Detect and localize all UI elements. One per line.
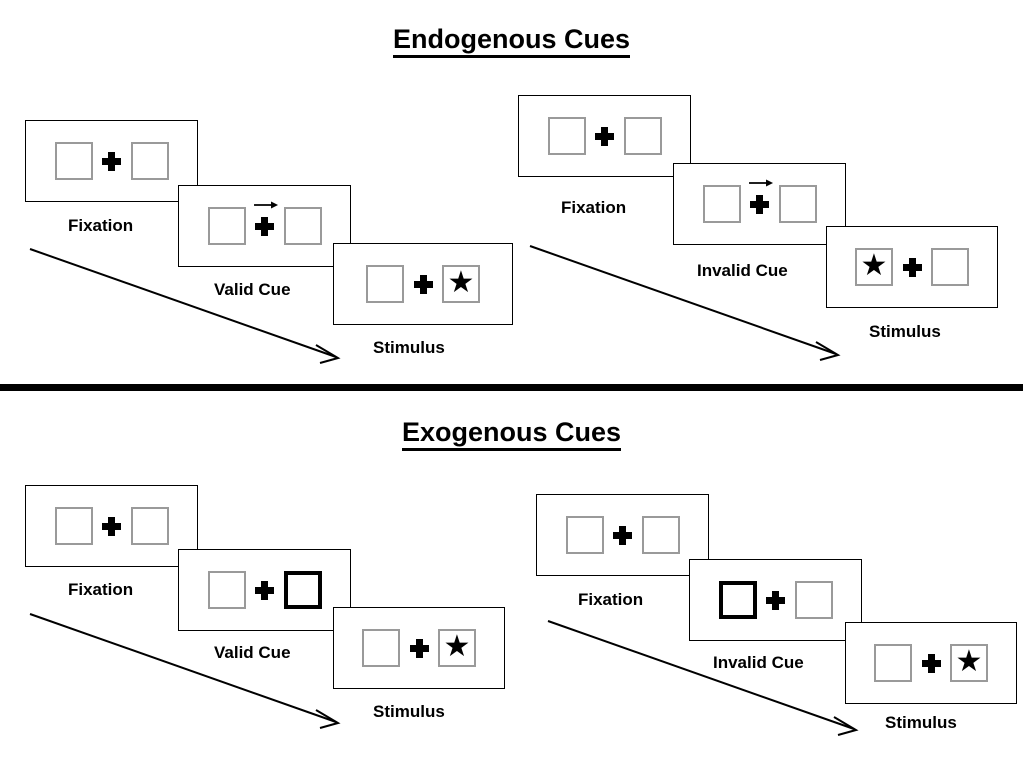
stimulus-box-right [931,248,969,286]
panel-stimulus: ★ [826,226,998,308]
panel-caption-stimulus: Stimulus [373,702,445,721]
plus-icon [595,126,614,146]
panel-caption-fixation: Fixation [68,580,134,599]
panel-caption-fixation: Fixation [68,216,134,235]
panel-fixation [518,95,691,177]
flow-arrow-icon [529,245,841,361]
stimulus-box-right [283,207,322,245]
fixation-cross [246,580,284,600]
stimulus-box-right [130,142,169,180]
stimulus-box-left-highlighted [718,581,757,619]
panel-invalid-cue [673,163,846,245]
panel-valid-cue [178,185,351,267]
fixation-cross [893,257,931,277]
star-icon: ★ [860,249,888,282]
star-icon: ★ [447,266,475,299]
fixation-cross [246,201,284,236]
fixation-cross [604,525,642,545]
stimulus-box-left [702,185,741,223]
stimulus-box-left [547,117,586,155]
star-icon: ★ [955,645,983,678]
section-divider [0,384,1023,391]
plus-icon [255,216,274,236]
fixation-cross [757,590,795,610]
stimulus-box-left [565,516,604,554]
panel-caption-valid-cue: Valid Cue [214,643,291,662]
panel-fixation [25,485,198,567]
fixation-cross [93,516,131,536]
stimulus-box-left [54,142,93,180]
panel-caption-invalid-cue: Invalid Cue [697,261,788,280]
panel-caption-stimulus: Stimulus [869,322,941,341]
stimulus-box-right: ★ [442,265,480,303]
panel-invalid-cue [689,559,862,641]
panel-fixation [25,120,198,202]
fixation-cross [93,151,131,171]
panel-caption-valid-cue: Valid Cue [214,280,291,299]
stimulus-box-right [778,185,817,223]
star-icon: ★ [443,630,471,663]
stimulus-box-right: ★ [950,644,988,682]
stimulus-box-left: ★ [855,248,893,286]
panel-caption-stimulus: Stimulus [373,338,445,357]
stimulus-box-right [641,516,680,554]
arrow-right-cue-icon [748,179,773,186]
plus-icon [409,638,429,658]
plus-icon [102,151,121,171]
stimulus-box-left [874,644,912,682]
plus-icon [766,590,785,610]
panel-caption-fixation: Fixation [561,198,627,217]
plus-icon [255,580,274,600]
stimulus-box-right [623,117,662,155]
panel-stimulus: ★ [333,607,505,689]
section-title-endogenous: Endogenous Cues [0,24,1023,58]
stimulus-box-left [54,507,93,545]
plus-icon [613,525,632,545]
stimulus-box-left [207,207,246,245]
stimulus-box-right-highlighted [283,571,322,609]
section-title-exogenous-text: Exogenous Cues [401,417,622,451]
panel-stimulus: ★ [333,243,513,325]
section-title-endogenous-text: Endogenous Cues [392,24,630,58]
panel-caption-fixation: Fixation [578,590,644,609]
plus-icon [902,257,922,277]
panel-caption-invalid-cue: Invalid Cue [713,653,804,672]
fixation-cross [741,179,779,214]
stimulus-box-left [366,265,404,303]
fixation-cross [404,274,442,294]
fixation-cross [400,638,438,658]
stimulus-box-right: ★ [438,629,476,667]
plus-icon [750,194,769,214]
section-title-exogenous: Exogenous Cues [0,417,1023,451]
panel-caption-stimulus: Stimulus [885,713,957,732]
panel-stimulus: ★ [845,622,1017,704]
stimulus-box-right [794,581,833,619]
plus-icon [413,274,433,294]
stimulus-box-left [362,629,400,667]
plus-icon [102,516,121,536]
plus-icon [921,653,941,673]
fixation-cross [586,126,624,146]
stimulus-box-right [130,507,169,545]
stimulus-box-left [207,571,246,609]
arrow-right-cue-icon [253,201,278,208]
fixation-cross [912,653,950,673]
panel-valid-cue [178,549,351,631]
panel-fixation [536,494,709,576]
